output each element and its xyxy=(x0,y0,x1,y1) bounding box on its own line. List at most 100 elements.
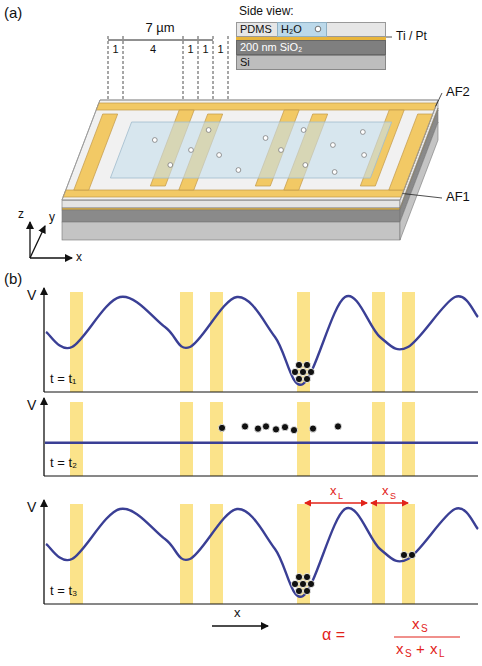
particle xyxy=(315,26,321,32)
dimension-label: 7 µm xyxy=(145,21,174,36)
axis-x xyxy=(30,257,72,258)
span-subscript: L xyxy=(338,491,343,501)
axis-label: V xyxy=(27,397,36,413)
formula-subscript: S xyxy=(405,648,412,660)
time-label: t = t₂ xyxy=(50,456,77,471)
leader-line xyxy=(436,93,442,107)
particle xyxy=(303,573,310,580)
dimension-number: 1 xyxy=(112,43,118,56)
pdms-cover xyxy=(62,100,438,200)
layer-front xyxy=(62,210,400,222)
layer-label: Ti / Pt xyxy=(396,30,427,44)
axis-x xyxy=(212,625,268,626)
particle xyxy=(334,423,341,430)
axis-v xyxy=(43,288,44,392)
time-label: t = t₁ xyxy=(50,372,76,387)
formula-text: x xyxy=(396,640,404,657)
leader-line xyxy=(386,37,392,38)
potential-curve xyxy=(46,508,478,597)
axis-v xyxy=(43,500,44,604)
electrode-band xyxy=(372,292,385,392)
span-label: x xyxy=(330,484,337,499)
particle xyxy=(303,587,310,594)
axis-label: z xyxy=(18,208,24,222)
formula-text: x xyxy=(412,615,420,632)
formula-text: α = xyxy=(322,626,345,644)
particle xyxy=(241,423,248,430)
particle xyxy=(307,580,314,587)
electrode-band xyxy=(210,504,223,604)
particle xyxy=(408,551,415,558)
layer-front xyxy=(62,222,400,240)
fraction-bar xyxy=(394,636,460,637)
span-label: x xyxy=(382,484,389,499)
span-subscript: S xyxy=(390,491,396,501)
particle xyxy=(295,587,302,594)
electrode-band xyxy=(210,292,223,392)
particle xyxy=(303,375,310,382)
axis-label: y xyxy=(49,211,55,225)
dimension-tick xyxy=(108,36,109,100)
particle xyxy=(295,361,302,368)
layer-label: Si xyxy=(240,56,385,69)
potential-flat xyxy=(45,442,478,444)
particle xyxy=(290,427,297,434)
axis-label: x xyxy=(234,606,241,621)
chip-surface xyxy=(62,100,438,200)
dimension-tick xyxy=(198,36,199,100)
axis-label: x xyxy=(76,251,82,265)
electrode-band xyxy=(180,292,193,392)
layer-label: Side view: xyxy=(239,5,386,19)
layer-front xyxy=(62,200,400,208)
dimension-number: 1 xyxy=(202,43,208,56)
axis-label: V xyxy=(27,499,36,515)
electrode-band xyxy=(180,402,193,476)
formula-text: + xyxy=(416,640,425,657)
leader-line xyxy=(402,194,442,199)
axis-label: V xyxy=(27,287,36,303)
dimension-tick xyxy=(213,36,214,100)
particle xyxy=(303,361,310,368)
particle xyxy=(307,368,314,375)
axis-base xyxy=(44,604,478,605)
particle xyxy=(400,551,407,558)
pdms-layer: PDMSH₂O xyxy=(236,22,386,37)
potential-curve xyxy=(46,296,478,385)
axis-base xyxy=(44,392,478,393)
particle xyxy=(291,580,298,587)
dimension-number: 1 xyxy=(187,43,193,56)
particle xyxy=(218,424,225,431)
dimension-number: 1 xyxy=(217,43,223,56)
particle-icon xyxy=(314,25,322,33)
panel-letter: (b) xyxy=(4,270,22,287)
particle xyxy=(299,368,306,375)
dimension-tick xyxy=(123,36,124,100)
axis-base xyxy=(44,476,478,477)
water-region: H₂O xyxy=(277,22,327,37)
particle xyxy=(295,573,302,580)
formula-subscript: S xyxy=(421,623,428,635)
formula-subscript: L xyxy=(439,648,445,660)
electrode-band xyxy=(372,504,385,604)
dimension-bar xyxy=(108,40,213,41)
particle xyxy=(299,580,306,587)
particle xyxy=(295,375,302,382)
electrode-band xyxy=(180,504,193,604)
span-arrow xyxy=(305,502,367,503)
time-label: t = t₃ xyxy=(50,584,77,599)
inset-frame: Side view: PDMSH₂O 200 nm SiO₂ Si xyxy=(236,5,386,69)
sio2-layer: 200 nm SiO₂ xyxy=(236,40,386,55)
particle xyxy=(281,424,288,431)
dimension-number: 4 xyxy=(150,43,156,56)
layer-front xyxy=(62,208,400,210)
si-layer: Si xyxy=(236,55,386,70)
dimension-tick xyxy=(228,36,229,100)
axis-y xyxy=(30,226,45,258)
axis-v xyxy=(43,398,44,476)
layer-label: 200 nm SiO₂ xyxy=(240,41,385,54)
electrode-band xyxy=(402,402,415,476)
panel-letter: (a) xyxy=(4,4,22,21)
electrode-label: AF1 xyxy=(446,190,470,205)
particle xyxy=(291,368,298,375)
